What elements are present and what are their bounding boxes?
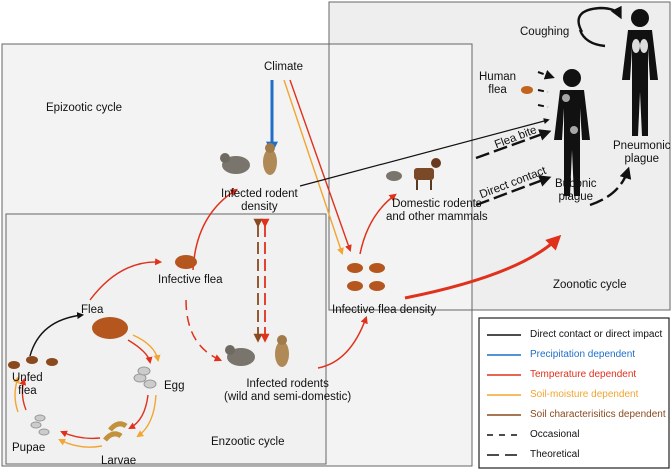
human-flea-arrow-3: [537, 104, 549, 108]
human-flea-label: Human flea: [479, 71, 517, 97]
egg-to-larvae-red: [128, 394, 149, 429]
flea-icon: [92, 317, 128, 339]
unfed-to-flea-arrow: [29, 312, 85, 357]
flea-to-egg-orange: [132, 334, 161, 363]
pupae-icons: [30, 414, 50, 436]
legend-box: [478, 317, 670, 469]
unfed-flea-label: Unfed flea: [12, 372, 43, 398]
human-flea-arrow-1: [537, 69, 555, 80]
enzootic-box: [5, 213, 327, 465]
rodent-density-animals: [220, 143, 277, 175]
unfed-flea-icons: [8, 356, 58, 369]
zoonotic-box-outline: [328, 1, 671, 311]
domestic-rodents-label: Domestic rodents and other mammals: [386, 198, 488, 224]
human-flea-arrow-2: [537, 89, 549, 93]
domestic-animals: [386, 158, 441, 190]
rodent-to-human-arrow: [299, 118, 550, 187]
flea-density-to-bubonic-arrow: [404, 234, 562, 300]
larvae-to-pupae-red: [60, 430, 101, 440]
coughing-loop-arrow: [577, 8, 620, 48]
egg-label: Egg: [164, 380, 185, 392]
infective-flea-density-label: Infective flea density: [332, 304, 437, 316]
rodents-to-flea-density-arrow: [317, 315, 368, 369]
enzootic-cycle-label: Enzootic cycle: [211, 436, 285, 448]
pupae-label: Pupae: [12, 442, 46, 454]
larvae-icons: [103, 421, 128, 442]
direct-contact-arrow: [475, 175, 552, 207]
legend-label-temperature: Temperature dependent: [530, 369, 637, 380]
infective-flea-icon: [175, 255, 197, 269]
larvae-label: Larvae: [101, 455, 137, 467]
infective-flea-to-rodents-arrow: [185, 299, 223, 362]
human-flea-icon: [521, 86, 533, 94]
legend-label-precipitation: Precipitation dependent: [530, 349, 636, 360]
pneumonic-plague-label: Pneumonic plague: [613, 140, 671, 166]
legend-label-soil-characteristics: Soil characterisitics dependent: [530, 409, 666, 420]
legend-label-soil-moisture: Soil-moisture dependent: [530, 389, 639, 400]
climate-label: Climate: [264, 61, 303, 73]
bubonic-human-figure: [554, 69, 590, 196]
larvae-to-pupae-orange: [58, 439, 103, 448]
flea-to-infective-flea-arrow: [89, 258, 163, 301]
infected-rodent-density-label: Infected rodent density: [221, 188, 298, 214]
legend-label-direct: Direct contact or direct impact: [530, 329, 663, 340]
bubonic-plague-label: Bubonic plague: [555, 178, 597, 204]
legend-label-theoretical: Theoretical: [530, 449, 580, 460]
epizootic-cycle-label: Epizootic cycle: [46, 102, 123, 114]
egg-icons: [133, 366, 157, 389]
flea-to-egg-red: [127, 339, 153, 365]
flea-label: Flea: [81, 304, 104, 316]
zoonotic-cycle-label: Zoonotic cycle: [553, 279, 627, 291]
infected-rodents-animals: [225, 335, 289, 367]
bubonic-to-pneumonic-arrow: [589, 166, 632, 207]
pupae-to-unfed-orange: [13, 376, 20, 413]
flea-density-to-domestic-arrow: [359, 193, 397, 255]
climate-moisture-to-flea-density: [283, 79, 344, 255]
egg-to-larvae-orange: [136, 394, 157, 438]
pupae-to-unfed-red: [19, 377, 27, 411]
climate-temp-to-flea-density: [289, 79, 352, 252]
legend-label-occasional: Occasional: [530, 429, 580, 440]
infective-flea-label: Infective flea: [158, 274, 223, 286]
flea-density-icons: [347, 263, 385, 291]
coughing-label: Coughing: [520, 26, 570, 38]
pneumonic-human-figure: [622, 9, 658, 136]
flea-bite-arrow: [475, 129, 552, 160]
infected-rodents-label: Infected rodents (wild and semi-domestic…: [224, 378, 352, 404]
